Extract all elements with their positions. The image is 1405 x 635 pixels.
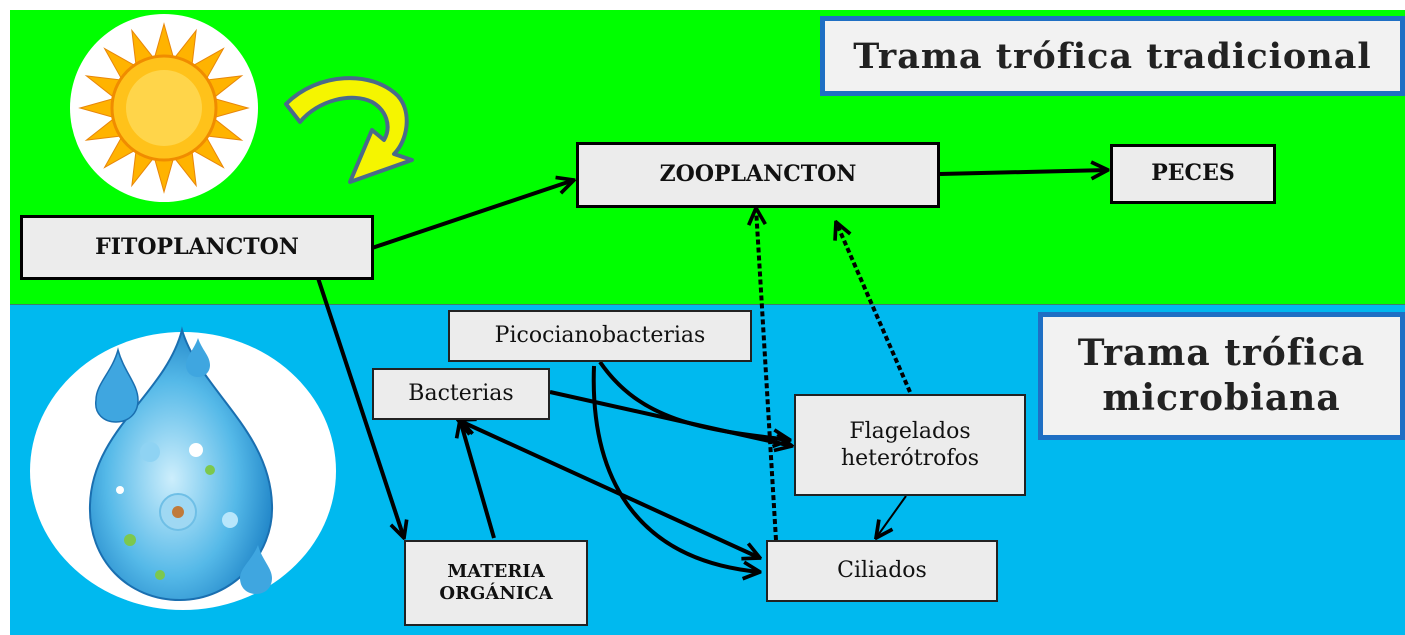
arrow-ciliados-zoo — [756, 208, 778, 541]
node-flagelados-line2: heterótrofos — [840, 446, 980, 471]
node-flagelados-line1: Flagelados — [849, 418, 971, 444]
node-ciliados-label: Ciliados — [837, 558, 927, 584]
node-bacterias: Bacterias — [372, 368, 550, 420]
arrow-fito-materia — [316, 277, 404, 538]
arrow-flagelados-zoo — [836, 222, 912, 393]
microbial-web-title-line1: Trama trófica — [1077, 332, 1366, 374]
node-materia-organica: MATERIA ORGÁNICA — [404, 540, 588, 626]
node-fitoplancton-label: FITOPLANCTON — [95, 233, 299, 260]
microbial-web-title: Trama trófica microbiana — [1038, 312, 1405, 440]
node-peces: PECES — [1110, 144, 1276, 204]
node-zooplancton-label: ZOOPLANCTON — [659, 161, 857, 188]
node-picocianobacterias: Picocianobacterias — [448, 310, 752, 362]
arrow-fito-zoo — [371, 180, 574, 250]
arrow-materia-bacterias — [460, 420, 496, 539]
arrow-pico-flagelados — [598, 360, 790, 440]
node-materia-line1: MATERIA — [447, 560, 545, 582]
traditional-web-title-text: Trama trófica tradicional — [853, 35, 1372, 77]
node-zooplancton: ZOOPLANCTON — [576, 142, 940, 208]
node-materia-line2: ORGÁNICA — [439, 583, 553, 604]
node-bacterias-label: Bacterias — [408, 381, 514, 407]
node-fitoplancton: FITOPLANCTON — [20, 215, 374, 280]
arrow-ciliados-bacterias — [458, 420, 760, 558]
traditional-web-title: Trama trófica tradicional — [820, 16, 1405, 96]
arrow-flagelados-ciliados — [876, 495, 907, 538]
zone-divider — [10, 304, 1405, 305]
microbial-web-title-line2: microbiana — [1102, 377, 1341, 419]
node-flagelados: Flagelados heterótrofos — [794, 394, 1026, 496]
node-ciliados: Ciliados — [766, 540, 998, 602]
node-peces-label: PECES — [1151, 160, 1235, 187]
arrow-zoo-peces — [939, 170, 1108, 174]
arrow-pico-ciliados — [591, 365, 760, 572]
node-picocianobacterias-label: Picocianobacterias — [494, 323, 706, 349]
